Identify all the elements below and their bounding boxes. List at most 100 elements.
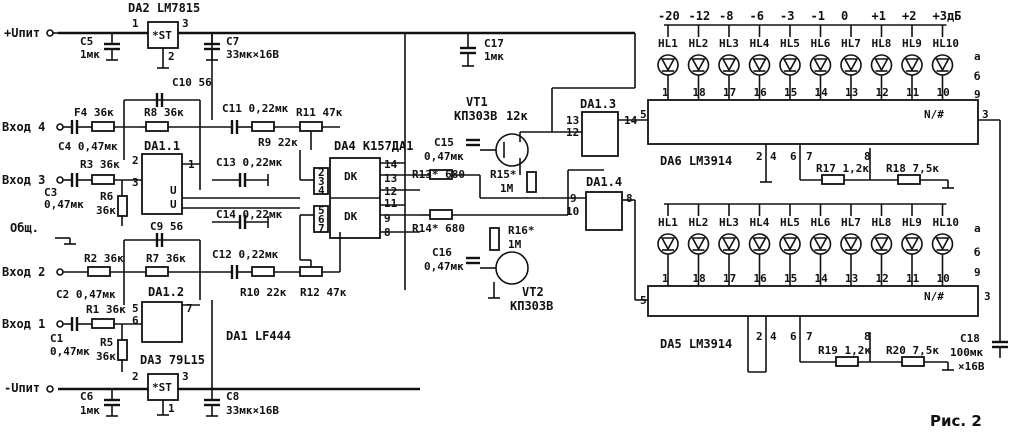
db-scale-label: -12: [689, 9, 711, 23]
svg-text:5: 5: [640, 294, 647, 307]
svg-text:R2 36к: R2 36к: [84, 252, 124, 265]
svg-text:11: 11: [384, 197, 398, 210]
svg-text:6: 6: [790, 330, 797, 343]
led-pin: 10: [937, 86, 950, 99]
led-row-bottom: HL11HL218HL317HL416HL515HL614HL713HL812H…: [657, 203, 960, 286]
db-scale-label: -3: [780, 9, 794, 23]
svg-text:9: 9: [974, 88, 981, 101]
figure-caption: Рис. 2: [930, 412, 982, 430]
svg-text:36к: 36к: [96, 204, 116, 217]
svg-text:C3: C3: [44, 186, 57, 199]
svg-text:R15*: R15*: [490, 168, 517, 181]
svg-text:13: 13: [566, 114, 579, 127]
c17-capacitor: C17 1мк: [460, 33, 504, 67]
led-pin: 10: [937, 272, 950, 285]
svg-text:1М: 1М: [500, 182, 514, 195]
db-scale-label: +1: [872, 9, 886, 23]
svg-text:C13 0,22мк: C13 0,22мк: [216, 156, 283, 169]
svg-text:DA6 LM3914: DA6 LM3914: [660, 154, 732, 168]
svg-text:5: 5: [318, 204, 325, 217]
svg-text:1мк: 1мк: [80, 48, 100, 61]
led-row-top: HL11HL218HL317HL416HL515HL614HL713HL812H…: [657, 24, 959, 100]
led-pin: 17: [723, 272, 736, 285]
svg-text:N/#: N/#: [924, 108, 944, 121]
db-scale-label: 0: [841, 9, 848, 23]
svg-text:3: 3: [982, 108, 989, 121]
svg-text:1мк: 1мк: [80, 404, 100, 417]
led-label: HL5: [780, 216, 800, 229]
svg-text:C14 0,22мк: C14 0,22мк: [216, 208, 283, 221]
svg-text:10: 10: [566, 205, 579, 218]
svg-text:3: 3: [182, 17, 189, 30]
c7-capacitor: C7 33мк×16В: [204, 33, 279, 61]
led-icon: [748, 54, 771, 76]
led-pin: 16: [754, 272, 768, 285]
svg-text:14: 14: [384, 158, 398, 171]
c18-capacitor: C18 100мк ×16В: [950, 300, 1008, 373]
input1-label: Вход 1: [2, 317, 45, 331]
svg-text:0,47мк: 0,47мк: [50, 345, 90, 358]
svg-text:R19 1,2к: R19 1,2к: [818, 344, 871, 357]
led-label: HL7: [841, 216, 861, 229]
svg-text:R14* 680: R14* 680: [412, 222, 465, 235]
led-label: HL8: [872, 216, 892, 229]
led-pin: 1: [662, 272, 669, 285]
svg-text:C17: C17: [484, 37, 504, 50]
svg-text:DA3 79L15: DA3 79L15: [140, 353, 205, 367]
da1-1-opamp: DA1.1 2 3 1 U U Вход 3 R3 36к C3 0,47мк …: [2, 139, 300, 226]
led-label: HL6: [811, 216, 831, 229]
svg-text:C2 0,47мк: C2 0,47мк: [56, 288, 116, 301]
led-pin: 18: [693, 86, 706, 99]
svg-text:1М: 1М: [508, 238, 522, 251]
svg-text:C5: C5: [80, 35, 93, 48]
svg-text:U: U: [170, 184, 177, 197]
da2-label: DA2 LM7815: [128, 1, 200, 15]
led-icon: [901, 54, 923, 76]
svg-text:б: б: [974, 70, 981, 83]
led-pin: 11: [906, 272, 920, 285]
svg-text:7: 7: [806, 330, 813, 343]
svg-text:100мк: 100мк: [950, 346, 983, 359]
svg-text:33мк×16В: 33мк×16В: [226, 48, 279, 61]
led-icon: [901, 233, 923, 255]
svg-text:×16В: ×16В: [958, 360, 985, 373]
led-icon: [718, 233, 740, 255]
svg-text:C12 0,22мк: C12 0,22мк: [212, 248, 279, 261]
led-pin: 13: [845, 86, 858, 99]
svg-text:C1: C1: [50, 332, 64, 345]
svg-text:4: 4: [770, 150, 777, 163]
svg-text:8: 8: [864, 330, 871, 343]
led-pin: 14: [815, 272, 829, 285]
svg-text:R12 47к: R12 47к: [300, 286, 347, 299]
svg-text:DK: DK: [344, 170, 358, 183]
da2-tag: *ST: [152, 29, 172, 42]
led-label: HL1: [658, 37, 678, 50]
led-pin: 15: [784, 272, 797, 285]
svg-text:DA4 K157ДА1: DA4 K157ДА1: [334, 139, 413, 153]
led-label: HL9: [902, 216, 922, 229]
led-label: HL10: [933, 216, 960, 229]
svg-text:7: 7: [318, 222, 325, 235]
svg-text:C6: C6: [80, 390, 94, 403]
db-scale-label: -1: [811, 9, 825, 23]
da1-label: DA1 LF444: [226, 329, 291, 343]
led-label: HL7: [841, 37, 861, 50]
led-label: HL3: [719, 37, 739, 50]
svg-text:2: 2: [132, 154, 139, 167]
led-icon: [779, 54, 801, 76]
svg-text:DA5 LM3914: DA5 LM3914: [660, 337, 732, 351]
svg-text:1: 1: [168, 402, 175, 415]
svg-text:C4 0,47мк: C4 0,47мк: [58, 140, 118, 153]
svg-text:7: 7: [806, 150, 813, 163]
svg-text:1мк: 1мк: [484, 50, 504, 63]
svg-text:C8: C8: [226, 390, 239, 403]
svg-text:0,47мк: 0,47мк: [44, 198, 84, 211]
svg-text:DA1.2: DA1.2: [148, 285, 184, 299]
svg-text:C16: C16: [432, 246, 452, 259]
led-label: HL1: [658, 216, 678, 229]
svg-text:R11 47к: R11 47к: [296, 106, 343, 119]
svg-text:R7 36к: R7 36к: [146, 252, 186, 265]
svg-text:R10 22к: R10 22к: [240, 286, 287, 299]
